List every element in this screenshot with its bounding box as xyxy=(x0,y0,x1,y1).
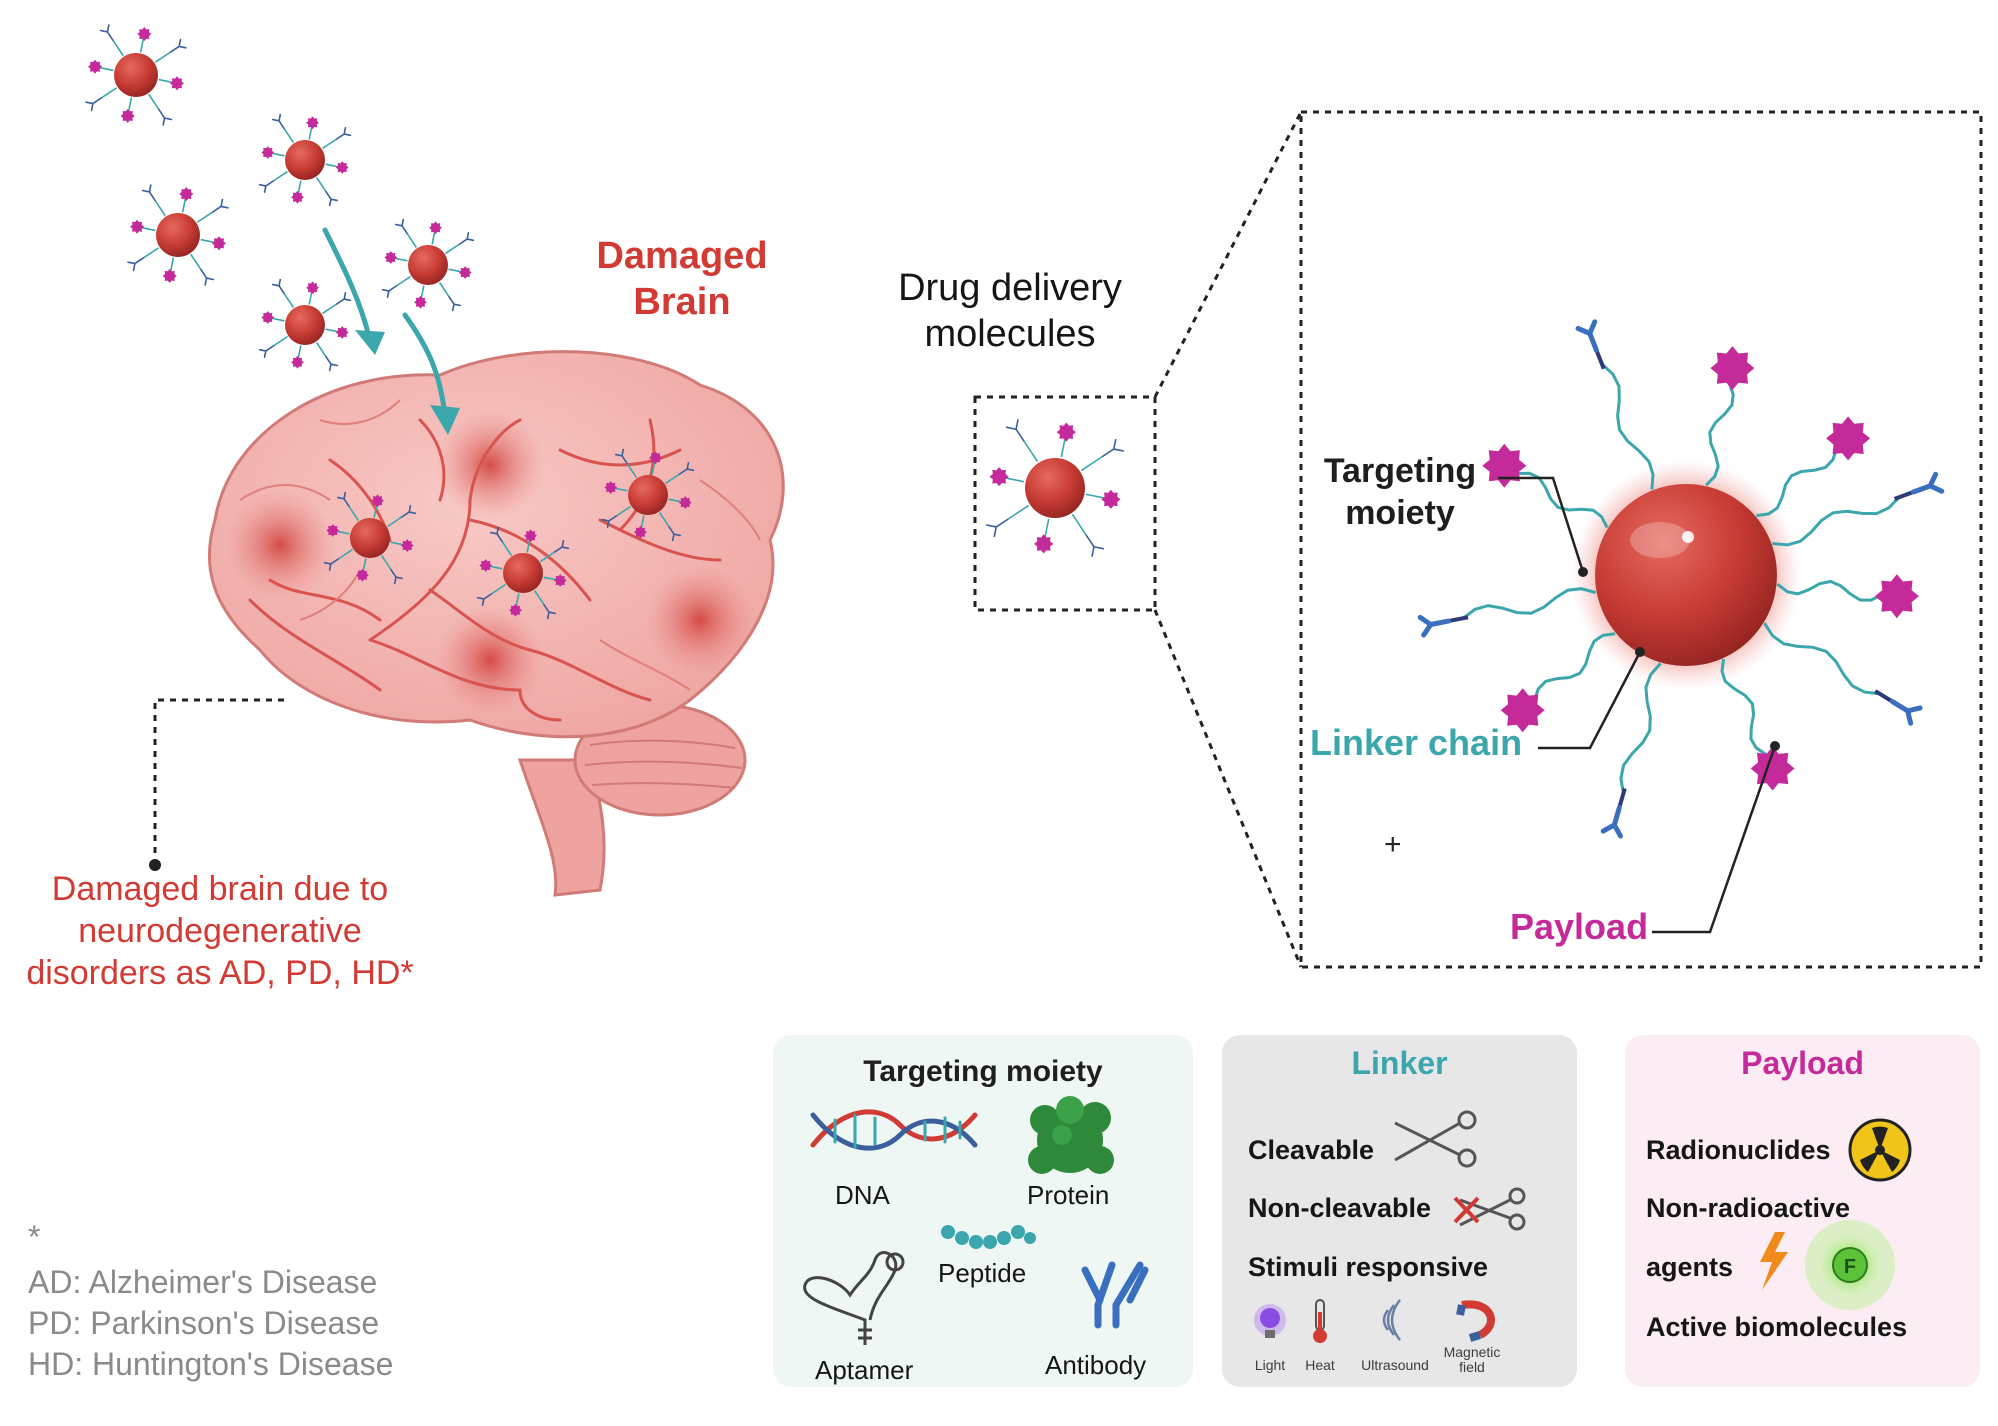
damaged-brain-label: Damaged Brain xyxy=(596,235,768,323)
sample-box xyxy=(973,395,1157,612)
stimuli-responsive-label: Stimuli responsive xyxy=(1248,1252,1489,1282)
footnote-ad: AD: Alzheimer's Disease xyxy=(28,1264,378,1300)
nanoparticle-icon xyxy=(323,491,417,585)
agents-label: agents xyxy=(1646,1252,1734,1282)
nanoparticle-icon xyxy=(127,184,229,286)
brain-illustration xyxy=(207,350,785,897)
fluor-letter: F xyxy=(1844,1256,1856,1278)
non-cleavable-label: Non-cleavable xyxy=(1248,1193,1432,1223)
nanoparticle-icon xyxy=(85,24,187,126)
light-label: Light xyxy=(1254,1357,1286,1373)
fluorescent-agent-icon: F xyxy=(1805,1220,1895,1310)
cleavable-label: Cleavable xyxy=(1248,1135,1375,1165)
antibody-label: Antibody xyxy=(1045,1350,1147,1380)
light-bulb-icon xyxy=(1254,1304,1286,1338)
nanoparticle-icon xyxy=(258,113,352,207)
ultrasound-label: Ultrasound xyxy=(1361,1357,1429,1373)
footnote-asterisk: * xyxy=(28,1219,41,1255)
scissors-crossed-icon xyxy=(1459,1187,1526,1231)
antibody-icon xyxy=(1081,1261,1149,1329)
footnote-hd: HD: Huntington's Disease xyxy=(28,1346,394,1382)
nanoparticle-icon xyxy=(986,419,1124,557)
linker-panel-title: Linker xyxy=(1351,1045,1448,1081)
lightning-icon xyxy=(1760,1232,1788,1290)
ultrasound-icon xyxy=(1382,1299,1401,1341)
caption-leader-line xyxy=(153,698,284,865)
dna-label: DNA xyxy=(835,1180,890,1210)
footnote-pd: PD: Parkinson's Disease xyxy=(28,1305,380,1341)
aptamer-label: Aptamer xyxy=(815,1355,914,1385)
payload-panel-title: Payload xyxy=(1741,1045,1864,1081)
drug-delivery-label: Drug delivery molecules xyxy=(898,267,1122,355)
disease-caption: Damaged brain due to neurodegenerative d… xyxy=(26,870,414,992)
scissors-icon xyxy=(1394,1110,1477,1168)
active-biomolecules-label: Active biomolecules xyxy=(1646,1312,1908,1342)
peptide-label: Peptide xyxy=(938,1258,1027,1288)
payload-label: Payload xyxy=(1510,906,1649,947)
magnet-icon xyxy=(1456,1300,1495,1342)
arrow-icon xyxy=(322,227,448,418)
magnetic-field-label: Magnetic field xyxy=(1443,1344,1501,1375)
protein-icon xyxy=(1028,1096,1114,1174)
aptamer-icon xyxy=(803,1251,905,1345)
radiation-icon xyxy=(1848,1118,1912,1182)
thermometer-icon xyxy=(1313,1299,1327,1343)
protein-label: Protein xyxy=(1027,1180,1110,1210)
nanoparticle-icon xyxy=(258,278,352,372)
linker-chain-label: Linker chain xyxy=(1310,722,1523,763)
peptide-icon xyxy=(941,1225,1036,1249)
heat-label: Heat xyxy=(1305,1357,1335,1373)
non-radioactive-label: Non-radioactive xyxy=(1646,1193,1851,1223)
zoom-box xyxy=(1299,110,1983,969)
targeting-panel-title: Targeting moiety xyxy=(863,1055,1103,1088)
radionuclides-label: Radionuclides xyxy=(1646,1135,1831,1165)
zoomed-nanoparticle xyxy=(1417,319,1945,839)
plus-sign: + xyxy=(1384,828,1402,861)
nanoparticle-icon xyxy=(601,448,695,542)
nanoparticle-icon xyxy=(381,218,475,312)
nanoparticle-icon xyxy=(476,526,570,620)
dna-icon xyxy=(810,1109,978,1151)
targeting-moiety-label: Targeting moiety xyxy=(1323,452,1477,532)
